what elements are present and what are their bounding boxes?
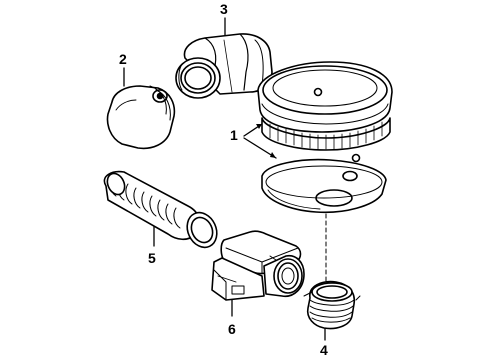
callout-4: 4 xyxy=(320,342,328,358)
callout-2: 2 xyxy=(119,51,127,67)
callout-1: 1 xyxy=(230,127,238,143)
intake-duct-part xyxy=(175,17,273,99)
coupler-boot-part xyxy=(303,213,361,341)
air-cleaner-part xyxy=(243,61,393,214)
callout-6: 6 xyxy=(228,321,236,337)
inlet-hose-part xyxy=(103,170,218,249)
airflow-meter-part xyxy=(211,230,305,317)
air-cap-part xyxy=(106,67,176,150)
callout-5: 5 xyxy=(148,250,156,266)
callout-3: 3 xyxy=(220,1,228,17)
